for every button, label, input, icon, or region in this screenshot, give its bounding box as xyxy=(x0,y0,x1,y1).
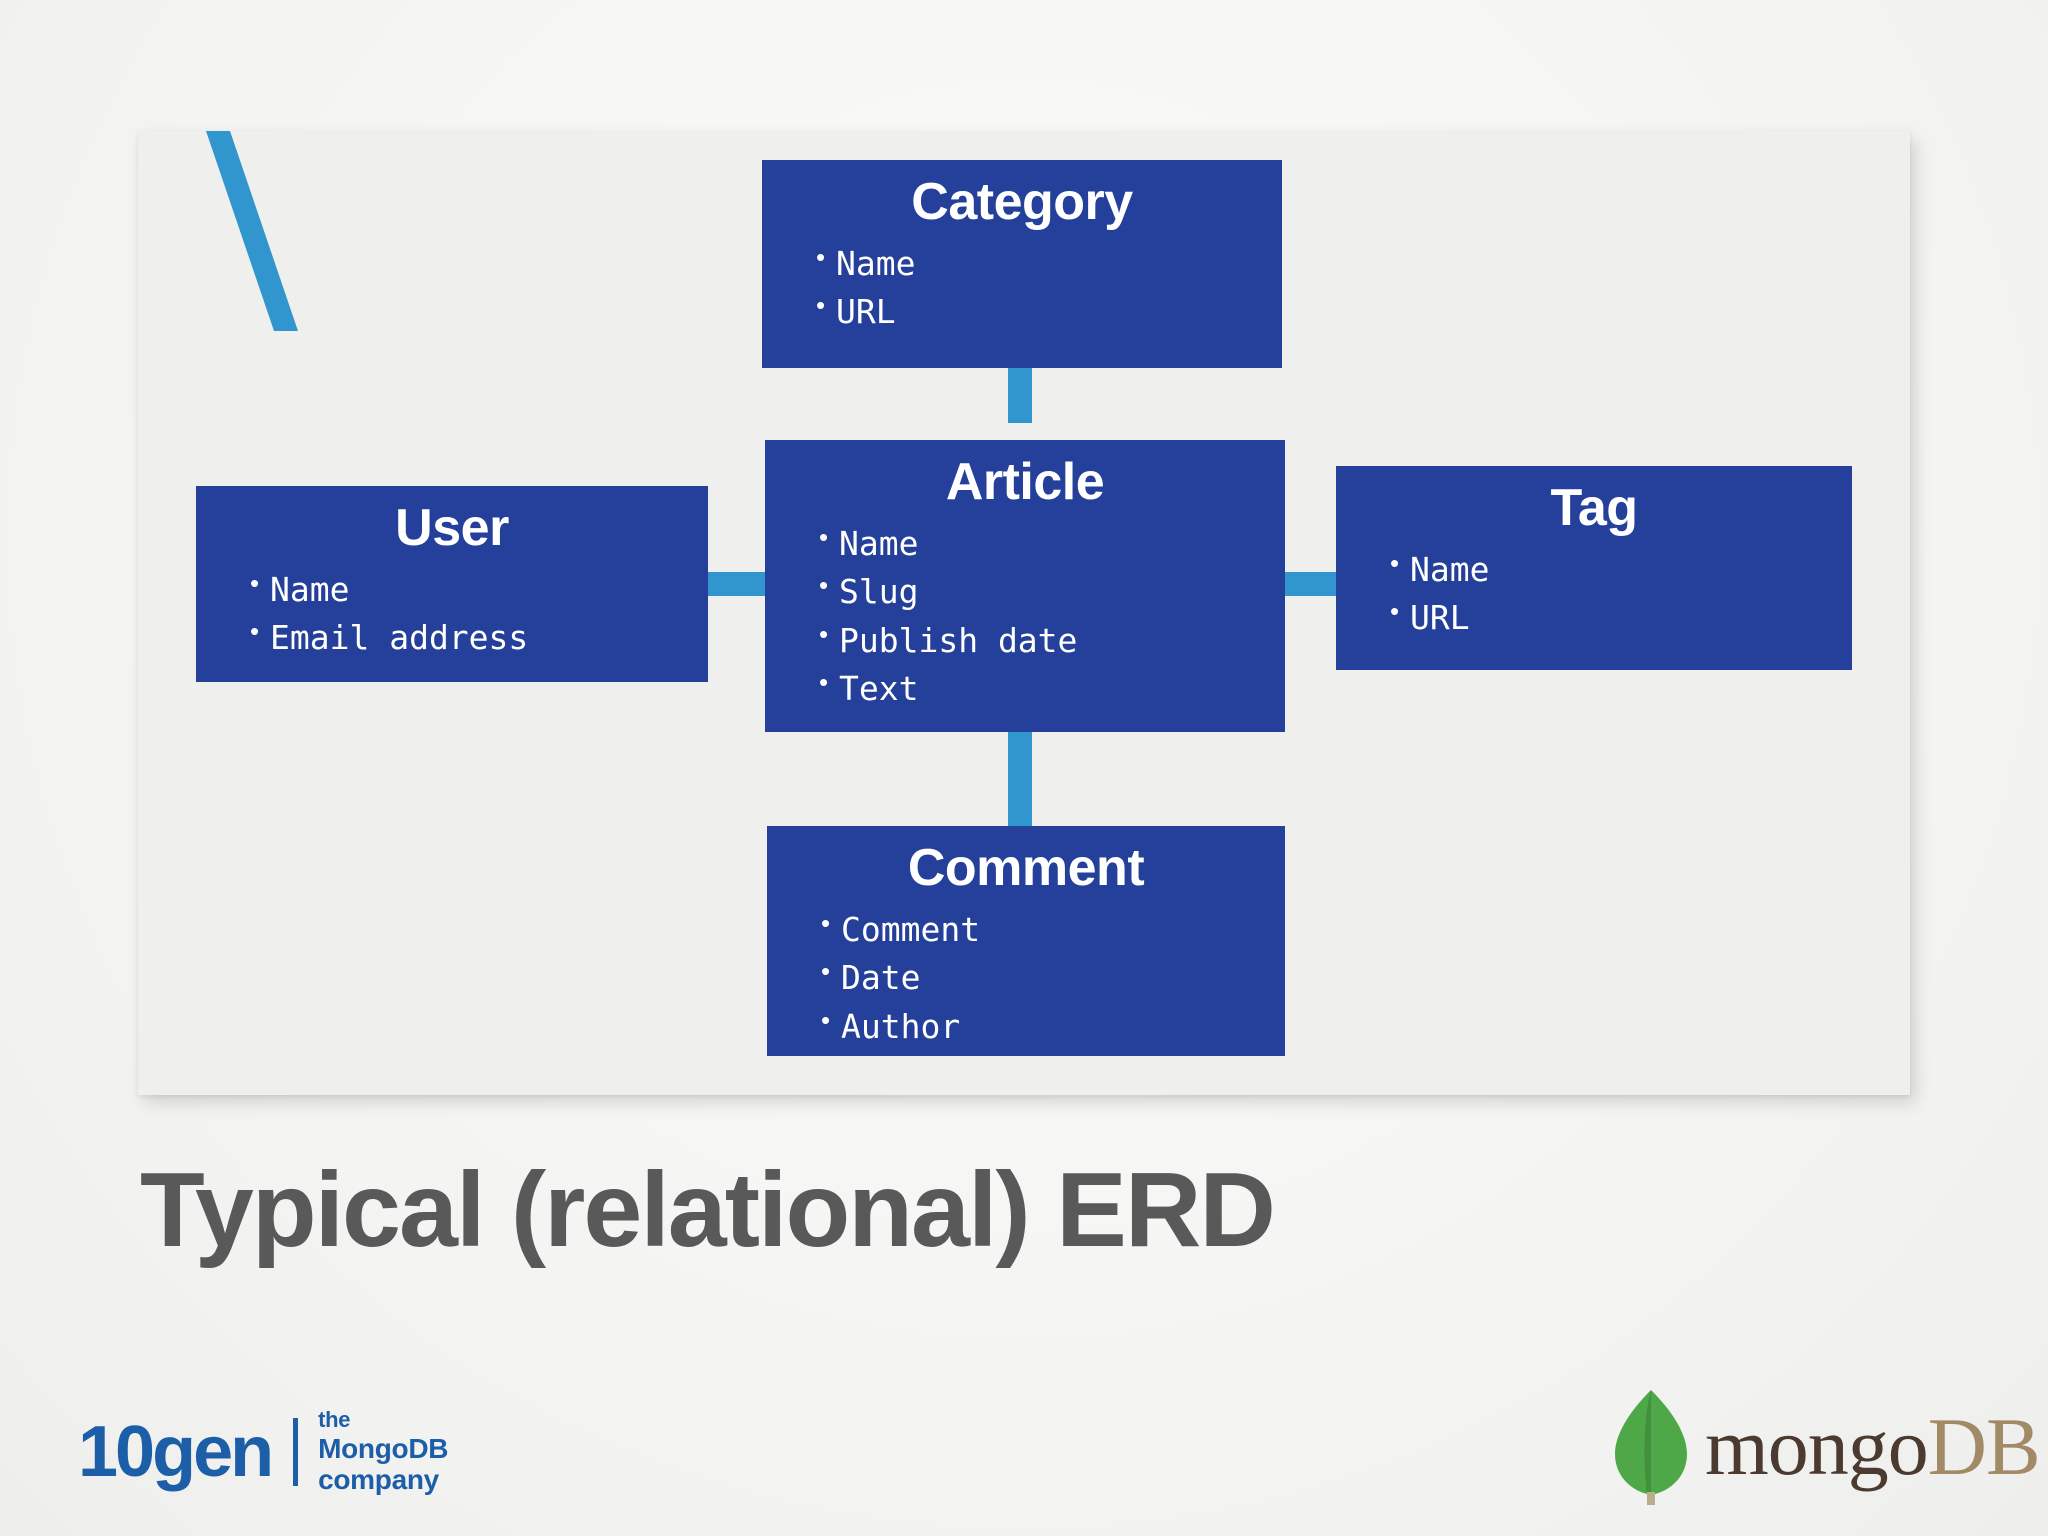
logo-mongodb-mongo: mongo xyxy=(1705,1401,1929,1492)
entity-title: User xyxy=(395,499,509,557)
entity-box-comment[interactable]: Comment Comment Date Author xyxy=(767,826,1285,1056)
logo-10gen: 10gen the MongoDB company xyxy=(78,1407,449,1495)
entity-title: Category xyxy=(911,173,1133,231)
logo-tagline-line2: MongoDB xyxy=(318,1432,449,1464)
connector-user-comment-line xyxy=(206,131,298,331)
entity-field: Publish date xyxy=(819,615,1285,665)
connector-article-comment xyxy=(1008,712,1032,832)
logo-10gen-tagline: the MongoDB company xyxy=(318,1407,449,1495)
logo-tagline-line1: the xyxy=(318,1407,351,1432)
entity-field: Name xyxy=(250,565,708,614)
entity-box-article[interactable]: Article Name Slug Publish date Text xyxy=(765,440,1285,732)
entity-title: Comment xyxy=(907,839,1145,897)
entity-box-tag[interactable]: Tag Name URL xyxy=(1336,466,1852,670)
entity-field: Slug xyxy=(819,567,1285,616)
entity-field-list: Name URL xyxy=(762,239,1282,336)
entity-field: Name xyxy=(819,519,1285,568)
entity-title: Tag xyxy=(1550,479,1638,537)
entity-field: Name xyxy=(1390,545,1852,594)
entity-field: URL xyxy=(816,287,1282,336)
logo-mongodb-wordmark: mongoDB xyxy=(1705,1406,2041,1488)
entity-field-list: Name URL xyxy=(1336,545,1852,642)
logo-mongodb: mongoDB xyxy=(1613,1388,2041,1506)
slide-title: Typical (relational) ERD xyxy=(140,1151,1276,1269)
connector-user-comment xyxy=(138,131,358,351)
diagram-card: Category Name URL Article Name Slug Publ… xyxy=(138,131,1910,1095)
leaf-icon xyxy=(1615,1390,1687,1505)
entity-box-category[interactable]: Category Name URL xyxy=(762,160,1282,368)
logo-mongodb-db: DB xyxy=(1927,1401,2041,1492)
entity-box-user[interactable]: User Name Email address xyxy=(196,486,708,682)
entity-field-list: Name Email address xyxy=(196,565,708,662)
entity-field-list: Name Slug Publish date Text xyxy=(765,519,1285,713)
entity-field: Date xyxy=(821,953,1285,1002)
entity-field: Text xyxy=(819,664,1285,713)
entity-field: Name xyxy=(816,239,1282,288)
logo-tagline-line3: company xyxy=(318,1463,439,1495)
entity-field: Comment xyxy=(821,905,1285,954)
connector-user-article xyxy=(700,572,772,596)
entity-field: Email address xyxy=(250,613,708,662)
logo-divider xyxy=(293,1417,299,1486)
entity-title: Article xyxy=(945,453,1105,511)
entity-field: URL xyxy=(1390,593,1852,642)
entity-field-list: Comment Date Author xyxy=(767,905,1285,1051)
entity-field: Author xyxy=(821,1001,1285,1051)
logo-10gen-wordmark: 10gen xyxy=(78,1411,274,1492)
